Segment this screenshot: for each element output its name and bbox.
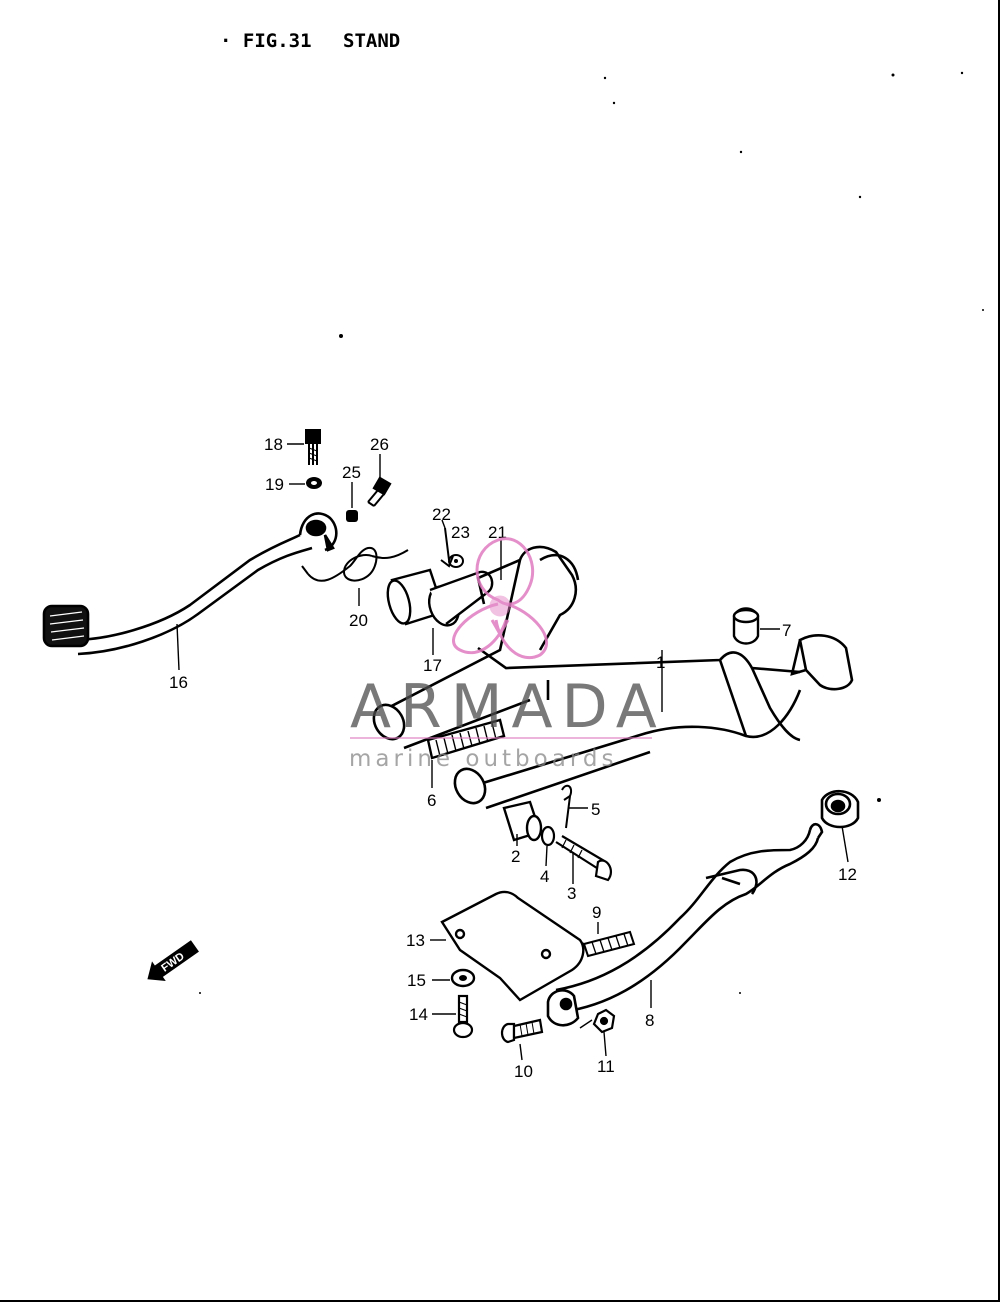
clip-5 [561,784,572,829]
leader-lines [176,443,849,1061]
callout-22: 22 [432,505,451,524]
callout-16: 16 [169,673,188,692]
cap-12 [820,789,860,829]
nut-25 [346,510,358,522]
watermark: ARMADA marine outboards [349,537,666,772]
pivot-bolt-3 [555,835,613,882]
pin-22 [440,527,454,568]
callout-21: 21 [488,523,507,542]
bracket-13 [440,890,585,1002]
callout-8: 8 [645,1011,654,1030]
watermark-logo-icon [452,537,548,659]
callout-12: 12 [838,865,857,884]
brake-pedal [42,512,338,656]
collar-2 [502,800,543,842]
nut-11 [592,1008,616,1034]
callout-25: 25 [342,463,361,482]
washer-19 [306,477,322,489]
callout-26: 26 [370,435,389,454]
callout-6: 6 [427,791,436,810]
figure-title: · FIG.31 STAND [220,30,400,52]
callout-3: 3 [567,884,576,903]
bolt-14 [452,994,474,1039]
figure-name: STAND [343,30,401,52]
figure-number: FIG.31 [242,30,312,52]
shaft-17 [386,568,494,627]
callout-18: 18 [264,435,283,454]
washer-15 [450,968,476,988]
callout-17: 17 [423,656,442,675]
callout-23: 23 [451,523,470,542]
callout-labels: 18 19 25 26 20 16 17 22 23 21 7 1 6 5 2 … [169,435,857,1081]
callout-14: 14 [409,1005,428,1024]
callout-1: 1 [656,653,665,672]
watermark-tagline: marine outboards [349,746,617,772]
bolt-18 [305,429,321,465]
callout-5: 5 [591,800,600,819]
callout-2: 2 [511,847,520,866]
center-stand [372,545,854,810]
forward-direction-arrow: FWD [147,940,199,982]
washer-4 [540,825,556,847]
stopper-7 [732,607,760,645]
callout-19: 19 [265,475,284,494]
callout-20: 20 [349,611,368,630]
callout-13: 13 [406,931,425,950]
callout-11: 11 [597,1057,615,1076]
callout-4: 4 [540,867,549,886]
callout-9: 9 [592,903,601,922]
callout-15: 15 [407,971,426,990]
callout-7: 7 [782,621,791,640]
bolt-10 [500,1018,544,1044]
scan-specks [199,71,984,994]
callout-10: 10 [514,1062,533,1081]
side-stand-8 [546,822,824,1027]
spring-20 [301,546,409,582]
washer-23 [448,554,464,568]
bolt-26 [367,476,392,507]
watermark-brand: ARMADA [350,672,666,742]
title-bullet: · [220,30,232,52]
